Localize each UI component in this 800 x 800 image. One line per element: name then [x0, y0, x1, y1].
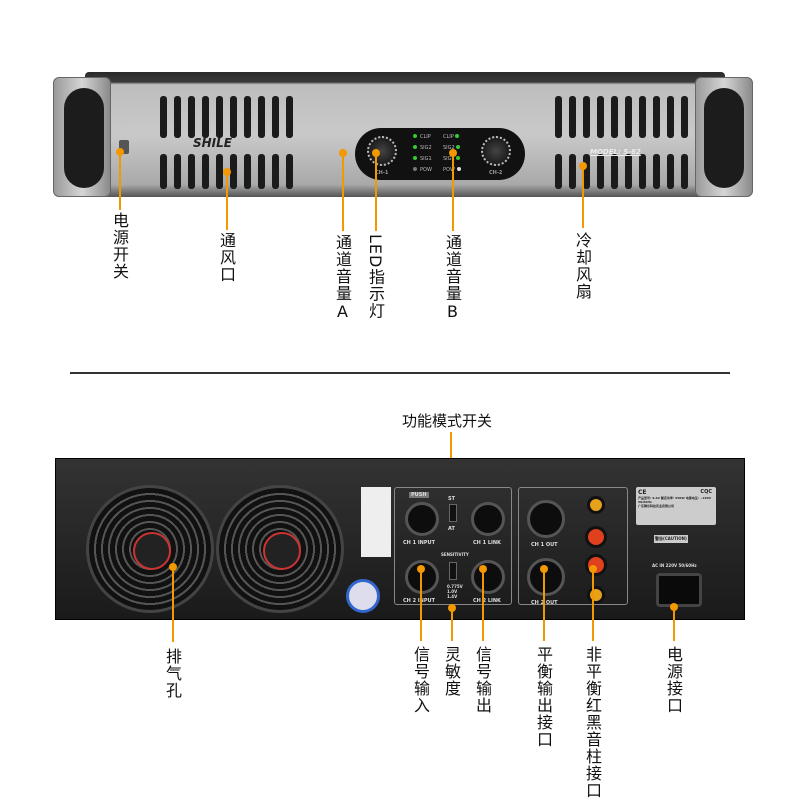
ch1-out-label: CH 1 OUT	[531, 542, 558, 548]
company-text: 广东狮乐科技实业有限公司	[638, 504, 675, 508]
brand-logo: SHILE	[193, 136, 232, 150]
callout-line	[482, 569, 484, 641]
binding-post-red[interactable]	[585, 526, 607, 548]
vent-bottom-right	[555, 154, 716, 189]
led-label: POW	[443, 167, 455, 173]
vent-top-right	[555, 96, 716, 138]
callout-line	[452, 153, 454, 231]
binding-post-black[interactable]	[587, 496, 605, 514]
callout-cooling-fan: 冷却风扇	[573, 232, 592, 300]
callout-power-inlet: 电源接口	[664, 646, 683, 714]
callout-line	[119, 152, 121, 210]
led-label: CLIP	[443, 134, 454, 140]
exhaust-fan-right	[216, 485, 344, 613]
callout-line	[342, 153, 344, 231]
mode-switch[interactable]	[449, 504, 457, 522]
callout-line	[673, 607, 675, 641]
power-switch[interactable]	[119, 140, 129, 154]
ch1-input-label: CH 1 INPUT	[403, 540, 435, 546]
spec-label: CE CQC 产品型号: S-62 额定功率: 550W 电源电压: ~220V…	[636, 487, 716, 525]
callout-signal-output: 信号输出	[473, 646, 492, 714]
ch2-link-jack[interactable]	[471, 560, 505, 594]
sensitivity-switch[interactable]	[449, 562, 457, 580]
serial-sticker	[361, 487, 391, 557]
amplifier-rear-panel: PUSH CH 1 INPUT CH 1 LINK ST AT CH 2 INP…	[55, 458, 745, 620]
front-chassis: SHILE CH-1 CH-2 CLIP SIG2 SIG1 POW CLIP …	[85, 72, 725, 197]
ac-in-label: AC IN 220V 50/60Hz	[652, 563, 697, 568]
led-label: CLIP	[420, 134, 431, 140]
led-label: SIG1	[420, 156, 432, 162]
callout-line	[543, 569, 545, 641]
at-label: AT	[448, 526, 455, 532]
quality-seal	[346, 579, 380, 613]
divider	[70, 372, 730, 374]
ch2-input-label: CH 2 INPUT	[403, 598, 435, 604]
callout-volume-b: 通道音量B	[443, 234, 462, 322]
ch2-label: CH-2	[489, 170, 503, 176]
cqc-mark: CQC	[700, 489, 712, 495]
sensitivity-values: 0.775V 1.0V 1.4V	[447, 584, 463, 599]
led-label: SIG1	[443, 156, 455, 162]
callout-binding-posts: 非平衡红黑音柱接口	[583, 646, 602, 799]
model-label: MODEL: S-62	[590, 148, 641, 156]
callout-signal-input: 信号输入	[411, 646, 430, 714]
spec-text: 产品型号: S-62 额定功率: 550W 电源电压: ~220V 50/60H…	[638, 496, 712, 504]
vent-bottom-left	[160, 154, 293, 189]
callout-led: LED指示灯	[366, 234, 385, 320]
vent-top-left	[160, 96, 293, 138]
callout-line	[420, 569, 422, 641]
ch2-link-label: CH 2 LINK	[473, 598, 501, 604]
callout-line	[172, 567, 174, 642]
callout-exhaust: 排气孔	[163, 648, 182, 699]
callout-line	[592, 569, 594, 641]
exhaust-fan-left	[86, 485, 214, 613]
callout-line	[375, 153, 377, 231]
callout-line	[451, 608, 453, 641]
ce-mark: CE	[638, 489, 647, 496]
callout-sensitivity: 灵敏度	[442, 646, 461, 697]
rack-ear-left	[53, 77, 111, 197]
callout-volume-a: 通道音量A	[333, 234, 352, 322]
rack-ear-right	[695, 77, 753, 197]
callout-mode-switch: 功能模式开关	[402, 412, 493, 430]
ch1-input-jack[interactable]	[405, 502, 439, 536]
amplifier-front-panel: SHILE CH-1 CH-2 CLIP SIG2 SIG1 POW CLIP …	[45, 62, 760, 207]
callout-vent: 通风口	[217, 232, 236, 283]
st-label: ST	[448, 496, 456, 502]
push-label: PUSH	[409, 492, 429, 498]
control-panel: CH-1 CH-2 CLIP SIG2 SIG1 POW CLIP SIG2 S…	[355, 128, 525, 180]
ch1-speakon-out[interactable]	[527, 500, 565, 538]
volume-knob-b[interactable]	[481, 136, 511, 166]
callout-balanced-output: 平衡输出接口	[534, 646, 553, 748]
callout-line	[226, 172, 228, 230]
ac-power-inlet[interactable]	[656, 573, 702, 607]
input-section: PUSH CH 1 INPUT CH 1 LINK ST AT CH 2 INP…	[394, 487, 512, 605]
led-label: POW	[420, 167, 432, 173]
caution-label: 警告(CAUTION)	[654, 535, 688, 543]
binding-post-black[interactable]	[587, 586, 605, 604]
led-label: SIG2	[420, 145, 432, 151]
ch1-link-label: CH 1 LINK	[473, 540, 501, 546]
sensitivity-label: SENSITIVITY	[441, 552, 469, 557]
callout-line	[582, 166, 584, 228]
binding-post-red[interactable]	[585, 554, 607, 576]
led-label: SIG2	[443, 145, 455, 151]
ch2-speakon-out[interactable]	[527, 558, 565, 596]
callout-power-switch: 电源开关	[110, 212, 129, 280]
output-section: CH 1 OUT CH 2 OUT	[518, 487, 628, 606]
ch1-label: CH-1	[375, 170, 389, 176]
ch1-link-jack[interactable]	[471, 502, 505, 536]
